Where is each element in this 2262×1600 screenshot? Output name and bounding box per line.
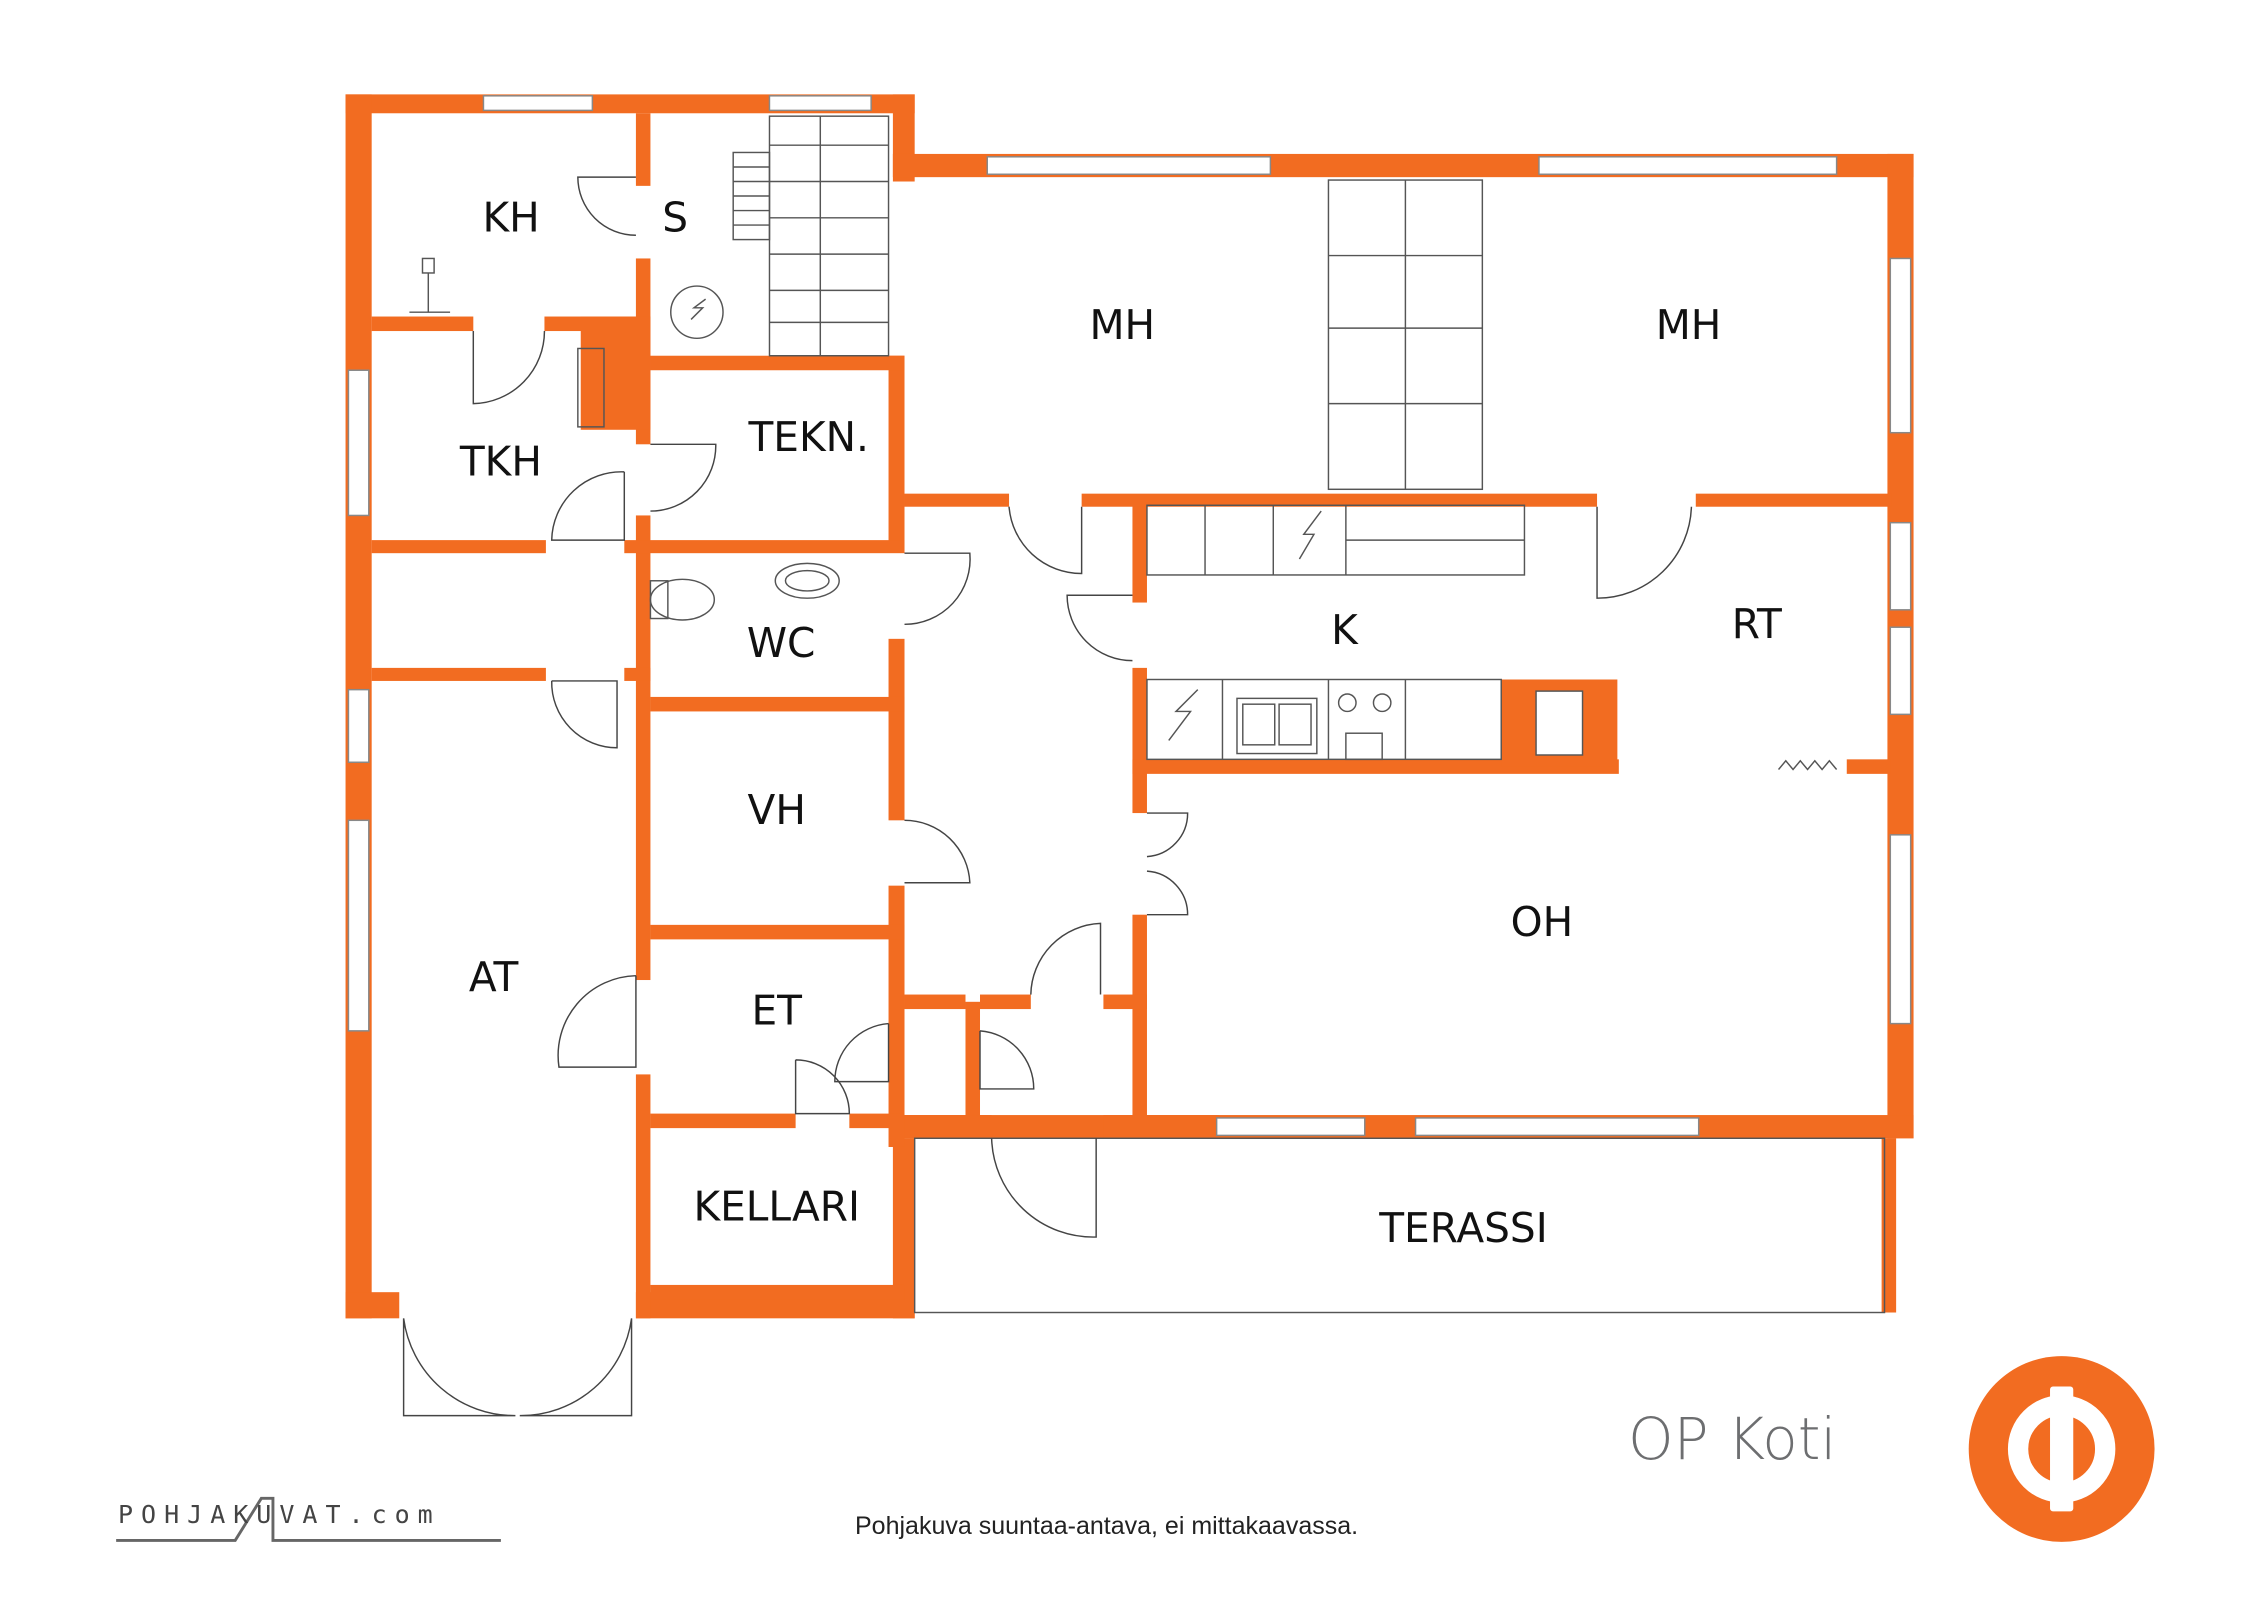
fixtures [409, 115, 1886, 1314]
room-label-terassi: TERASSI [1378, 1204, 1547, 1252]
room-label-at: AT [469, 953, 519, 1001]
room-label-kellari: KELLARI [693, 1182, 860, 1230]
op-logo [1968, 1356, 2155, 1542]
footer-disclaimer: Pohjakuva suuntaa-antava, ei mittakaavas… [855, 1512, 1359, 1540]
room-label-tekn: TEKN. [747, 413, 868, 461]
room-label-et: ET [751, 986, 802, 1034]
room-label-kh: KH [482, 194, 539, 242]
room-label-k: K [1331, 606, 1359, 654]
room-label-vh: VH [748, 786, 806, 834]
pohjakuvat-logo-mark [116, 1496, 501, 1542]
room-label-oh: OH [1511, 898, 1574, 946]
brand-name: OP Koti [1628, 1405, 1837, 1473]
room-label-mh-2: MH [1656, 301, 1722, 349]
room-label-rt: RT [1732, 600, 1782, 648]
room-label-s: S [662, 194, 688, 242]
pohjakuvat-wordmark: POHJAKUVAT.com [118, 1500, 441, 1529]
room-labels: KH S TKH TEKN. WC VH AT ET KELLARI MH MH… [459, 194, 1782, 1252]
windows [347, 95, 1912, 1137]
doors [402, 176, 1693, 1417]
room-label-tkh: TKH [459, 438, 542, 486]
room-label-wc: WC [747, 619, 816, 667]
room-label-mh-1: MH [1089, 301, 1155, 349]
